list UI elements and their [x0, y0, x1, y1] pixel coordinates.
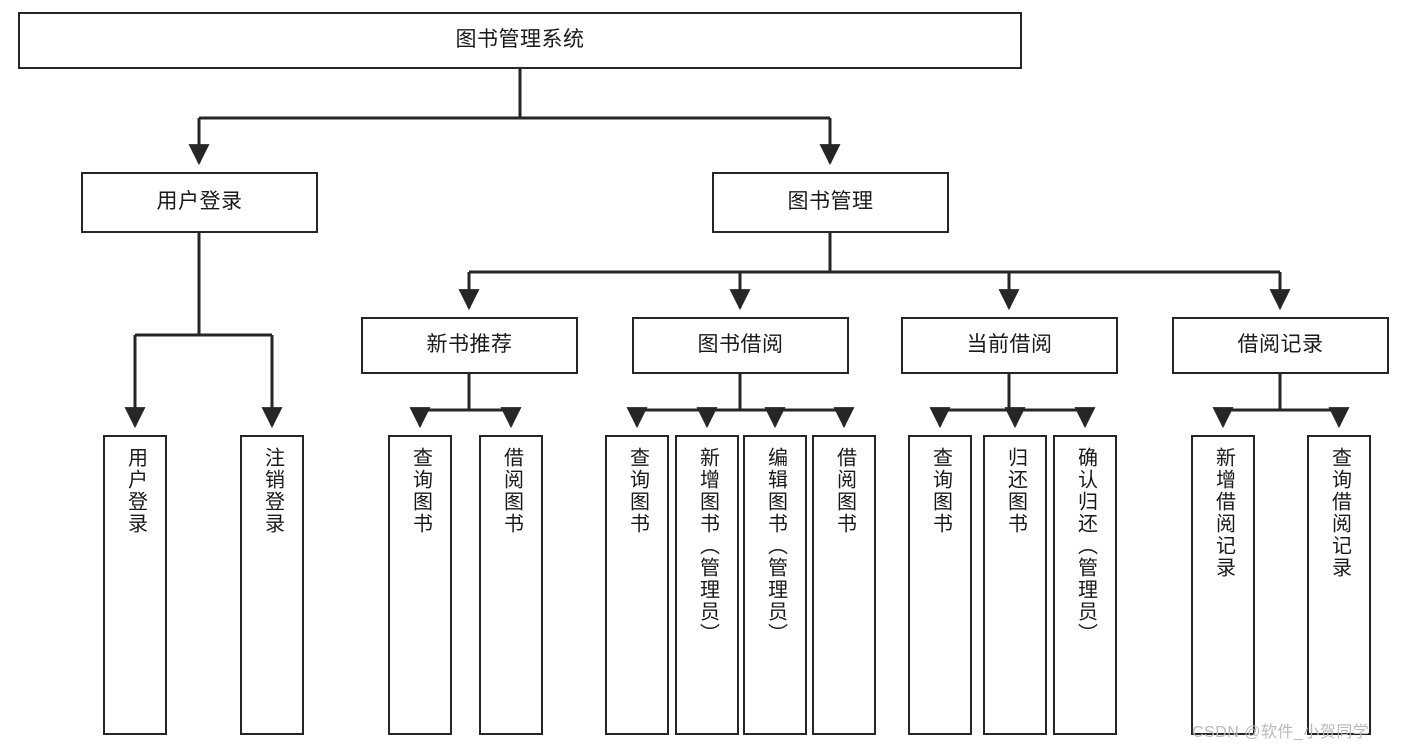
leaf-return-book[interactable]: 归还图书: [983, 435, 1047, 735]
node-borrow-record[interactable]: 借阅记录: [1172, 317, 1389, 374]
leaf-confirm-return-admin[interactable]: 确认归还（管理员）: [1053, 435, 1117, 735]
leaf-query-book-borrow[interactable]: 查询图书: [605, 435, 669, 735]
leaf-user-login[interactable]: 用户登录: [103, 435, 167, 735]
leaf-add-borrow-record[interactable]: 新增借阅记录: [1191, 435, 1255, 735]
node-current-borrow[interactable]: 当前借阅: [901, 317, 1118, 374]
node-user-login[interactable]: 用户登录: [81, 172, 318, 233]
leaf-edit-book-admin-label: 编辑图书（管理员）: [764, 447, 787, 645]
leaf-query-book-borrow-label: 查询图书: [626, 447, 649, 535]
leaf-return-book-label: 归还图书: [1004, 447, 1027, 535]
node-root-label: 图书管理系统: [455, 28, 585, 52]
leaf-logout-label: 注销登录: [261, 447, 284, 535]
leaf-query-book-current[interactable]: 查询图书: [908, 435, 972, 735]
leaf-add-borrow-record-label: 新增借阅记录: [1212, 447, 1235, 579]
node-current-borrow-label: 当前借阅: [966, 333, 1053, 357]
leaf-confirm-return-admin-label: 确认归还（管理员）: [1074, 447, 1097, 645]
leaf-borrow-book-recommend[interactable]: 借阅图书: [479, 435, 543, 735]
leaf-query-book-current-label: 查询图书: [929, 447, 952, 535]
leaf-add-book-admin-label: 新增图书（管理员）: [696, 447, 719, 645]
node-borrow-record-label: 借阅记录: [1237, 333, 1324, 357]
leaf-logout[interactable]: 注销登录: [240, 435, 304, 735]
node-book-borrow[interactable]: 图书借阅: [632, 317, 849, 374]
csdn-watermark: CSDN @软件_小贺同学: [1192, 724, 1370, 741]
leaf-add-book-admin[interactable]: 新增图书（管理员）: [675, 435, 739, 735]
leaf-query-borrow-record-label: 查询借阅记录: [1328, 447, 1351, 579]
leaf-query-book-recommend-label: 查询图书: [409, 447, 432, 535]
leaf-query-book-recommend[interactable]: 查询图书: [388, 435, 452, 735]
node-book-manage[interactable]: 图书管理: [712, 172, 949, 233]
leaf-borrow-book[interactable]: 借阅图书: [812, 435, 876, 735]
leaf-user-login-label: 用户登录: [124, 447, 147, 535]
node-root[interactable]: 图书管理系统: [18, 12, 1022, 69]
node-book-manage-label: 图书管理: [787, 190, 874, 214]
node-book-borrow-label: 图书借阅: [697, 333, 784, 357]
leaf-borrow-book-recommend-label: 借阅图书: [500, 447, 523, 535]
node-user-login-label: 用户登录: [156, 190, 243, 214]
leaf-edit-book-admin[interactable]: 编辑图书（管理员）: [743, 435, 807, 735]
node-new-book-recommend[interactable]: 新书推荐: [361, 317, 578, 374]
leaf-borrow-book-label: 借阅图书: [833, 447, 856, 535]
leaf-query-borrow-record[interactable]: 查询借阅记录: [1307, 435, 1371, 735]
node-new-book-recommend-label: 新书推荐: [426, 333, 513, 357]
